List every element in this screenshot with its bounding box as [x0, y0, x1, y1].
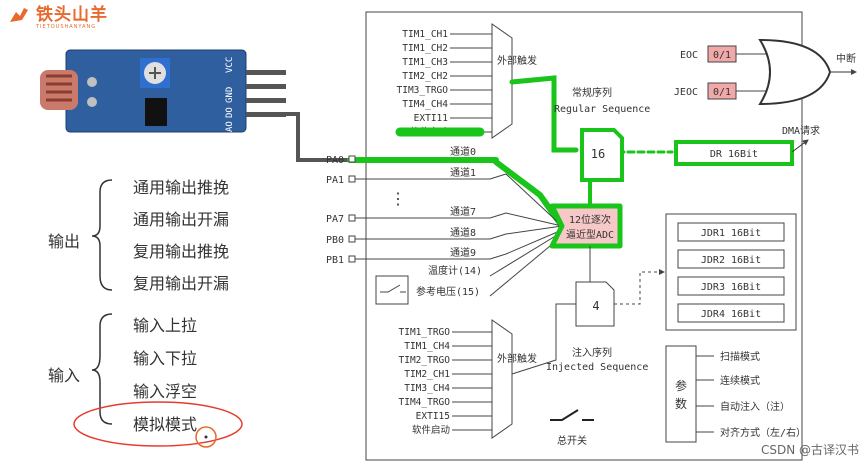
injected-trigger: TIM2_CH1: [404, 369, 450, 380]
pin-label-gnd: GND: [225, 87, 235, 103]
dma-arrow: [791, 139, 809, 153]
params-title-1: 参: [675, 378, 687, 393]
injected-trigger: TIM2_TRGO: [399, 355, 451, 366]
channel-label: 温度计(14): [428, 264, 482, 277]
jdr-register: JDR2 16Bit: [701, 255, 761, 266]
goat-logo-icon: [10, 8, 28, 22]
param-item: 自动注入（注）: [720, 400, 790, 413]
channel-label: 通道9: [450, 246, 476, 259]
csdn-watermark: CSDN @古译汉书: [760, 443, 859, 457]
jeoc-flag-value: 0/1: [713, 87, 731, 98]
regular-trigger: TIM1_CH1: [402, 29, 448, 40]
converter-line-1: 12位逐次: [569, 213, 611, 226]
adc-block-diagram: TIM1_CH1 TIM1_CH2 TIM1_CH3 TIM2_CH2 TIM3…: [326, 11, 857, 461]
injected-trigger-mux: [491, 319, 513, 439]
output-brace: [91, 179, 113, 291]
eoc-label: EOC: [680, 50, 698, 61]
regular-count: 16: [591, 147, 605, 161]
regular-trigger: TIM3_TRGO: [397, 85, 449, 96]
left-panel: VCC GND DO AO: [40, 49, 348, 448]
injected-sequence-block: [575, 281, 615, 327]
injected-mux-label: 外部触发: [497, 352, 537, 365]
injected-trigger: TIM1_TRGO: [399, 327, 451, 338]
eoc-flag-value: 0/1: [713, 50, 731, 61]
regular-sequence-block: [580, 128, 624, 182]
pin-label-vcc: VCC: [225, 57, 235, 73]
cursor-icon: [195, 426, 217, 448]
param-item: 对齐方式（左/右）: [720, 426, 806, 439]
logo-title: 铁头山羊: [36, 5, 108, 25]
regular-trigger: TIM2_CH2: [402, 71, 448, 82]
regular-trigger-mux: [491, 23, 513, 139]
params-title-2: 数: [675, 396, 687, 411]
regular-trigger: TIM4_CH4: [402, 99, 448, 110]
pin-label: PA7: [326, 214, 344, 225]
annotation-circle: [73, 401, 243, 447]
channel-label: 通道1: [450, 166, 476, 179]
output-item: 通用输出推挽: [133, 178, 230, 197]
master-switch-label: 总开关: [557, 434, 587, 447]
input-item: 输入浮空: [133, 382, 198, 401]
regular-sequence-en: Regular Sequence: [554, 104, 650, 115]
output-item: 复用输出开漏: [133, 274, 230, 293]
injected-sequence-en: Injected Sequence: [546, 362, 648, 373]
channel-label: 通道0: [450, 145, 476, 158]
output-item: 复用输出推挽: [133, 242, 230, 261]
pin-label: PA0: [326, 155, 344, 166]
adc-converter: [549, 203, 623, 249]
or-gate-icon: [758, 38, 832, 106]
converter-line-2: 逼近型ADC: [566, 228, 614, 241]
injected-trigger: 软件启动: [412, 424, 450, 436]
regular-trigger: TIM1_CH3: [402, 57, 448, 68]
output-title: 输出: [48, 232, 81, 251]
interrupt-label: 中断: [836, 52, 856, 65]
regular-mux-label: 外部触发: [497, 54, 537, 67]
pin-label-ao: AO: [225, 121, 235, 132]
regular-trigger: EXTI11: [414, 113, 449, 124]
pin-label-do: DO: [225, 107, 235, 118]
param-item: 扫描模式: [720, 350, 760, 363]
ao-wire: [286, 112, 348, 162]
input-title: 输入: [48, 366, 81, 385]
injected-trigger: TIM3_CH4: [404, 383, 450, 394]
jdr-register: JDR3 16Bit: [701, 282, 761, 293]
pin-label: PB0: [326, 235, 344, 246]
adc-frame: [365, 11, 803, 461]
params-box: [665, 345, 697, 443]
param-item: 连续模式: [720, 374, 760, 387]
jdr-register: JDR1 16Bit: [701, 228, 761, 239]
pin-label: PB1: [326, 255, 344, 266]
dr-register: [674, 140, 794, 166]
light-sensor-module: VCC GND DO AO: [40, 49, 348, 162]
logo: 铁头山羊 TIETOUSHANYANG: [8, 6, 108, 30]
injected-trigger: EXTI15: [416, 411, 450, 422]
regular-trigger: TIM1_CH2: [402, 43, 448, 54]
jdr-register: JDR4 16Bit: [701, 309, 761, 320]
channel-label: 参考电压(15): [416, 285, 480, 298]
channel-label: 通道7: [450, 205, 476, 218]
input-item: 输入上拉: [133, 316, 198, 335]
input-brace: [91, 313, 113, 425]
input-item: 模拟模式: [133, 415, 198, 434]
injected-trigger: TIM4_TRGO: [399, 397, 451, 408]
injected-sequence-cn: 注入序列: [572, 346, 612, 359]
output-item: 通用输出开漏: [133, 210, 230, 229]
channel-ellipsis: ⋮: [390, 189, 406, 208]
channel-label: 通道8: [450, 226, 476, 239]
regular-sequence-cn: 常规序列: [572, 86, 612, 99]
input-item: 输入下拉: [133, 349, 198, 368]
master-switch-icon: [550, 409, 594, 421]
injected-trigger: TIM1_CH4: [404, 341, 450, 352]
logo-subtitle: TIETOUSHANYANG: [36, 24, 97, 30]
injected-count: 4: [592, 299, 599, 313]
pin-label: PA1: [326, 175, 344, 186]
dma-request: DMA请求: [782, 124, 820, 137]
jeoc-label: JEOC: [674, 87, 698, 98]
dr-register-label: DR 16Bit: [710, 149, 758, 160]
